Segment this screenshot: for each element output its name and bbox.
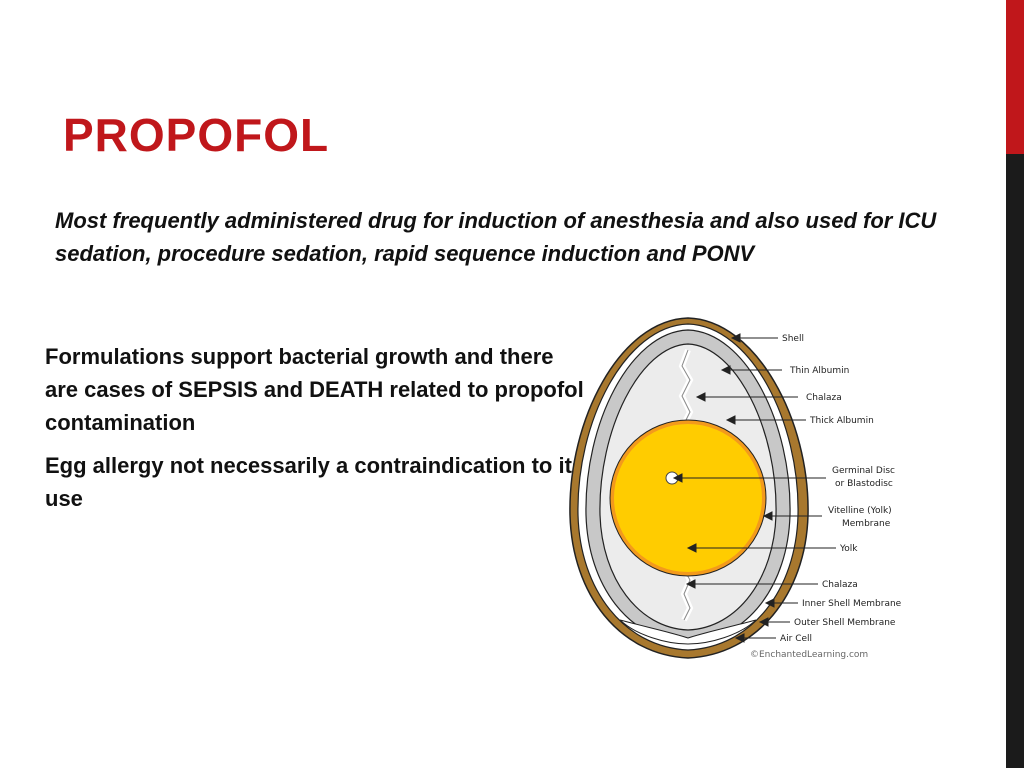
slide-title: PROPOFOL <box>63 109 330 161</box>
label-arrows <box>672 333 836 643</box>
bullet-item: Formulations support bacterial growth an… <box>45 344 584 435</box>
accent-bar-dark <box>1006 154 1024 768</box>
label-chalaza-top: Chalaza <box>806 393 842 403</box>
label-yolk: Yolk <box>839 544 858 554</box>
label-thick-albumin: Thick Albumin <box>809 416 874 426</box>
egg-anatomy-diagram: Shell Thin Albumin Chalaza Thick Albumin… <box>569 317 902 660</box>
label-air-cell: Air Cell <box>780 634 812 644</box>
air-cell <box>619 619 757 645</box>
label-blastodisc: or Blastodisc <box>835 479 893 489</box>
label-outer-shell-membrane: Outer Shell Membrane <box>794 618 896 628</box>
label-chalaza-bottom: Chalaza <box>822 580 858 590</box>
label-inner-shell-membrane: Inner Shell Membrane <box>802 599 902 609</box>
bullet-list: Formulations support bacterial growth an… <box>45 340 585 525</box>
intro-text: Most frequently administered drug for in… <box>55 208 937 266</box>
bullet-item: Egg allergy not necessarily a contraindi… <box>45 453 585 511</box>
label-germinal-disc: Germinal Disc <box>832 466 895 476</box>
label-thin-albumin: Thin Albumin <box>789 366 849 376</box>
label-shell: Shell <box>782 334 804 344</box>
accent-bar-red <box>1006 0 1024 154</box>
label-vitelline: Vitelline (Yolk) <box>828 506 892 516</box>
label-vitelline-membrane: Membrane <box>842 519 891 529</box>
credit-text: ©EnchantedLearning.com <box>750 650 868 660</box>
